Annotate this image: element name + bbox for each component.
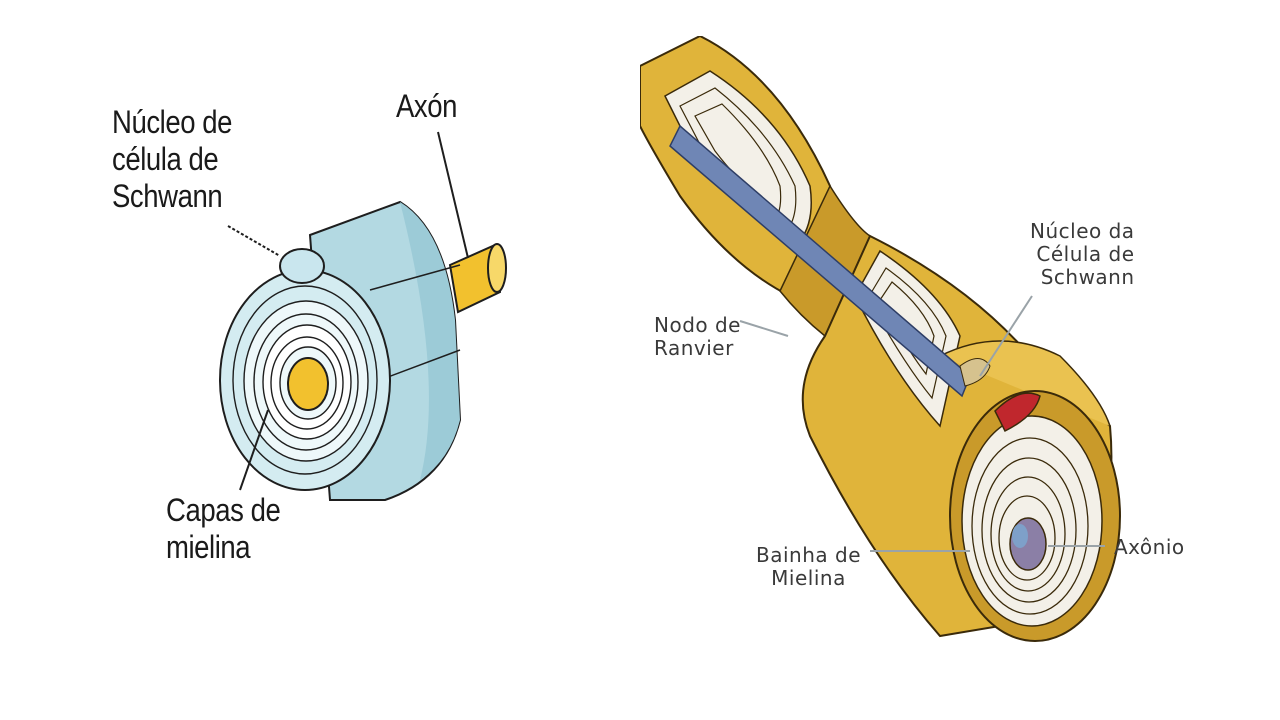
axon-core [287,357,329,411]
leader-myelin-layers [239,409,269,491]
leader-axon [437,131,469,259]
label-myelin-sheath: Bainha de Mielina [756,543,861,590]
cut-face [949,390,1121,642]
axon-strand [669,124,971,398]
label-schwann-nucleus: Núcleo de célula de Schwann [112,104,233,214]
label-schwann-nucleus: Núcleo da Célula de Schwann [1030,219,1135,289]
label-myelin-layers: Capas de mielina [166,492,281,565]
leader-schwann-nucleus [227,225,281,257]
schwann-nucleus [279,248,325,284]
leader-node-of-ranvier [739,320,789,337]
leader-schwann-nucleus [979,295,1033,377]
label-axon: Axônio [1114,535,1185,559]
schwann-nucleus [994,392,1041,433]
label-node-of-ranvier: Nodo de Ranvier [654,313,741,360]
myelinated-axon-diagram: Nodo de Ranvier Núcleo da Célula de Schw… [640,36,1200,650]
axon-stub [448,243,507,314]
schwann-cytoplasm [959,358,991,387]
myelinated-axon-illustration [640,36,1121,642]
label-axon: Axón [396,88,458,124]
schwann-cell-diagram: Núcleo de célula de Schwann Axón Capas d… [100,80,520,600]
schwann-cell-illustration [219,131,507,501]
